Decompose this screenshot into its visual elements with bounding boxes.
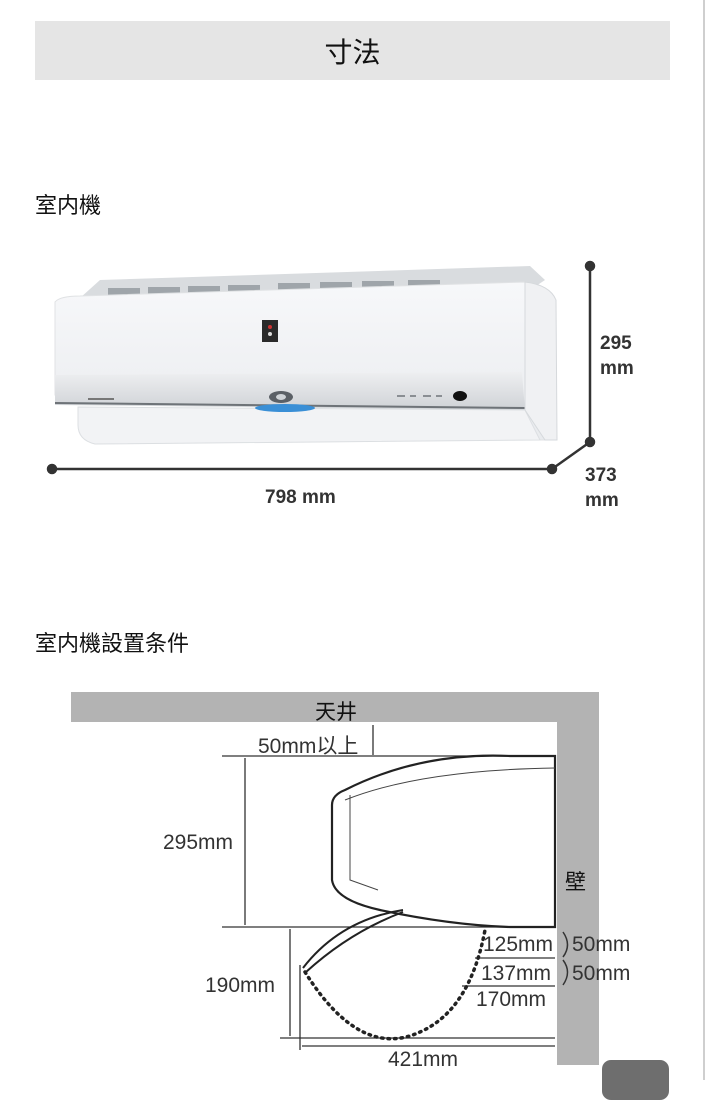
louver-depth-1: 125mm: [483, 933, 554, 956]
installation-heading: 室内機設置条件: [35, 632, 190, 657]
depth-dimension: 373 mm: [585, 463, 619, 513]
page-title-bar: 寸法: [35, 21, 670, 80]
indoor-unit-heading: 室内機: [35, 194, 102, 219]
wall-label: 壁: [565, 871, 586, 894]
page-edge: [703, 0, 705, 1080]
top-clearance-label: 50mm以上: [258, 735, 359, 758]
height-dimension: 295 mm: [600, 331, 634, 381]
unit-height-label: 295mm: [163, 831, 234, 854]
scroll-top-button[interactable]: [602, 1060, 669, 1100]
spacing-1: 50mm: [572, 933, 631, 956]
ceiling-label: 天井: [315, 701, 357, 724]
depth-unit: mm: [585, 490, 619, 511]
page-title: 寸法: [324, 35, 381, 69]
width-dimension: 798 mm: [265, 487, 336, 508]
indoor-unit-illustration: [46, 260, 596, 475]
louver-depth-2: 137mm: [481, 962, 552, 985]
total-depth-label: 421mm: [388, 1048, 459, 1071]
spacing-2: 50mm: [572, 962, 631, 985]
height-value: 295: [600, 333, 632, 354]
louver-depth-3: 170mm: [476, 988, 547, 1011]
depth-value: 373: [585, 465, 617, 486]
height-unit: mm: [600, 358, 634, 379]
louver-drop-label: 190mm: [205, 974, 276, 997]
